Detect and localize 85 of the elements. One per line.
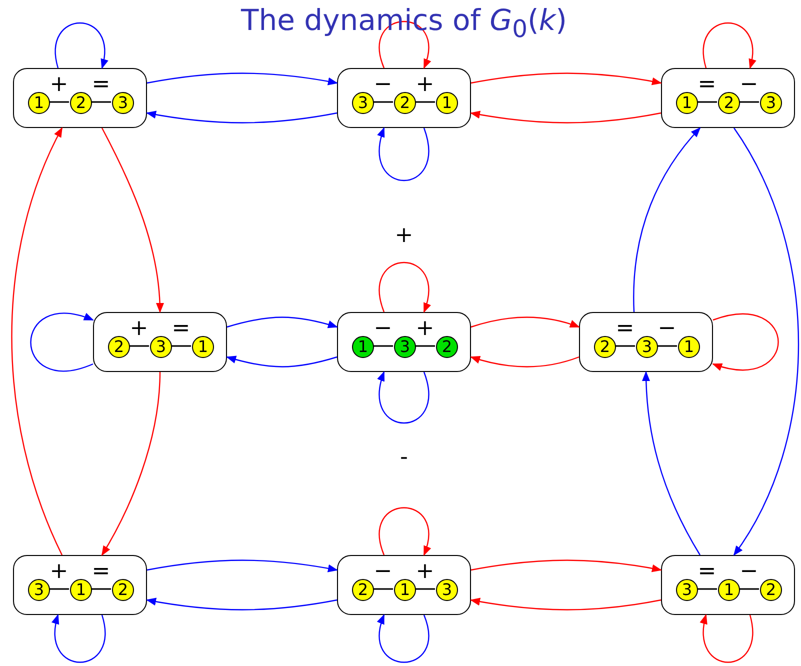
arrow xyxy=(633,127,701,312)
arrow xyxy=(101,128,164,313)
numbered-circle: 3 xyxy=(352,92,374,114)
arrow xyxy=(146,72,338,86)
connector-line xyxy=(373,101,393,103)
state-box xyxy=(93,312,227,372)
arrow xyxy=(702,22,756,69)
connector-line xyxy=(739,588,759,590)
arrow xyxy=(379,20,430,69)
numbered-circle: 2 xyxy=(108,336,130,358)
connector-line xyxy=(91,101,111,103)
numbered-circle: 1 xyxy=(678,336,700,358)
arrow xyxy=(700,614,754,663)
numbered-circle: 3 xyxy=(112,92,134,114)
arrow xyxy=(226,356,338,368)
connector-line xyxy=(373,345,393,347)
numbered-circle: 2 xyxy=(70,92,92,114)
numbered-circle: 1 xyxy=(28,92,50,114)
slide-title: The dynamics of G$_{0}$(k) xyxy=(240,2,568,45)
state-box xyxy=(579,312,713,372)
arrow xyxy=(470,72,662,86)
connector-line xyxy=(415,345,435,347)
connector-line xyxy=(697,101,717,103)
arrow xyxy=(379,507,430,556)
numbered-circle: 3 xyxy=(760,92,782,114)
arrow xyxy=(30,313,94,372)
numbered-circle: 2 xyxy=(594,336,616,358)
numbered-circle: 1 xyxy=(718,579,740,601)
numbered-circle: 2 xyxy=(760,579,782,601)
numbered-circle: 1 xyxy=(192,336,214,358)
connector-line xyxy=(739,101,759,103)
numbered-circle: 3 xyxy=(676,579,698,601)
arrow xyxy=(146,110,338,124)
connector-line xyxy=(615,345,635,347)
connector-line xyxy=(49,101,69,103)
arrow xyxy=(378,371,429,424)
state-box xyxy=(661,555,795,615)
state-box xyxy=(337,555,471,615)
connector-line xyxy=(415,588,435,590)
state-box xyxy=(337,68,471,128)
connector-line xyxy=(91,588,111,590)
numbered-circle: 3 xyxy=(636,336,658,358)
numbered-circle: 3 xyxy=(436,579,458,601)
connector-line xyxy=(49,588,69,590)
numbered-circle: 2 xyxy=(352,579,374,601)
arrow xyxy=(470,598,662,610)
arrow xyxy=(378,614,429,663)
state-box xyxy=(661,68,795,128)
numbered-circle: 2 xyxy=(394,92,416,114)
connector-line xyxy=(657,345,677,347)
arrow xyxy=(11,127,63,556)
arrow xyxy=(470,110,662,124)
arrow xyxy=(470,316,580,328)
connector-line xyxy=(171,345,191,347)
arrow xyxy=(642,371,701,556)
numbered-circle: 2 xyxy=(718,92,740,114)
arrow xyxy=(712,314,779,370)
numbered-circle: 3 xyxy=(150,336,172,358)
connector-line xyxy=(415,101,435,103)
arrow xyxy=(470,356,580,368)
arrow xyxy=(470,560,662,572)
connector-line xyxy=(697,588,717,590)
arrow xyxy=(379,262,430,313)
state-box xyxy=(13,555,147,615)
arrow xyxy=(226,316,338,328)
numbered-circle: 1 xyxy=(676,92,698,114)
numbered-circle: 1 xyxy=(394,579,416,601)
arrow xyxy=(146,598,338,610)
connector-line xyxy=(129,345,149,347)
arrow xyxy=(733,128,800,556)
numbered-circle: 3 xyxy=(28,579,50,601)
numbered-circle: 2 xyxy=(112,579,134,601)
numbered-circle: 1 xyxy=(352,336,374,358)
numbered-circle: 1 xyxy=(436,92,458,114)
numbered-circle: 3 xyxy=(394,336,416,358)
state-box xyxy=(13,68,147,128)
arrow xyxy=(146,560,338,572)
arrow xyxy=(378,127,429,181)
arrow xyxy=(52,614,106,663)
numbered-circle: 1 xyxy=(70,579,92,601)
state-box xyxy=(337,312,471,372)
numbered-circle: 2 xyxy=(436,336,458,358)
arrow xyxy=(54,22,108,69)
connector-line xyxy=(373,588,393,590)
arrow xyxy=(101,372,161,556)
